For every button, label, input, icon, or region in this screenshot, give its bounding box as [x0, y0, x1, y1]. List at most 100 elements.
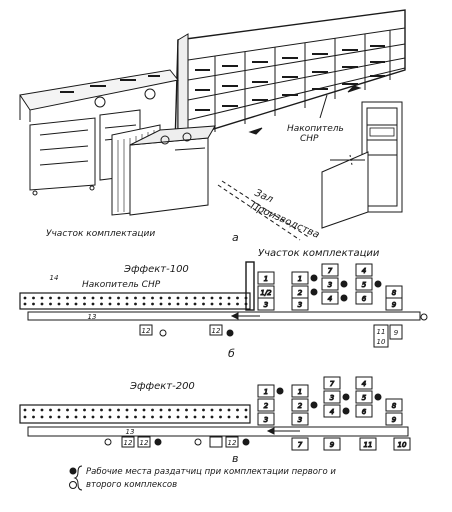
rack-hole: [134, 302, 137, 306]
area-label: Участок комплектации: [46, 229, 155, 239]
title-effect100: Эффект-100: [123, 264, 189, 275]
rack-hole: [159, 296, 163, 300]
rack-hole: [185, 302, 188, 306]
rack-hole: [83, 296, 86, 300]
svg-text:11: 11: [377, 328, 386, 336]
rack-hole: [32, 296, 35, 300]
workplace-marker-icon: [374, 280, 382, 288]
compartment: [257, 384, 275, 398]
rack-hole: [108, 408, 112, 412]
compartment: [323, 437, 341, 451]
storage-unit-inset: [321, 101, 403, 229]
rack-hole: [49, 302, 52, 306]
panel-letter-a: а: [232, 231, 239, 244]
rack-hole: [142, 415, 146, 419]
compartment-number: 7: [328, 267, 333, 275]
compartment-number: 1: [264, 275, 268, 283]
rack-hole: [125, 302, 129, 306]
rack-hole: [210, 302, 214, 306]
compartment: [291, 384, 309, 398]
rack-hole: [236, 296, 239, 300]
compartment-number: 2: [298, 289, 303, 297]
panel-letter-c: в: [232, 452, 238, 465]
rack-hole: [142, 408, 146, 412]
rack-hole: [168, 415, 171, 419]
rack-hole: [40, 408, 44, 412]
compartment-number: 6: [362, 408, 367, 416]
rack-hole: [125, 408, 129, 412]
rack-hole: [210, 408, 214, 412]
rack-hole: [100, 302, 103, 306]
compartment-number: 1: [298, 275, 302, 283]
arrow-icon: [248, 127, 263, 135]
rack-hole: [202, 408, 205, 412]
perspective-drawing: [19, 9, 406, 241]
compartment: [355, 390, 373, 404]
conveyor: [27, 311, 421, 321]
compartment-number: 3: [264, 301, 268, 309]
rack-hole: [151, 296, 154, 300]
rack-hole: [57, 408, 61, 412]
rack-hole: [185, 415, 188, 419]
rack-hole: [74, 415, 78, 419]
compartment: [291, 412, 309, 426]
compartment: [257, 271, 275, 285]
rack-hole: [32, 302, 35, 306]
rack-hole: [108, 302, 112, 306]
rack-hole: [227, 296, 231, 300]
rack-hole: [159, 415, 163, 419]
title-area: Участок комплектации: [258, 248, 380, 259]
rack-hole: [117, 415, 120, 419]
workplace-marker-icon: [276, 387, 284, 395]
compartment: [355, 263, 373, 277]
rack-hole: [185, 408, 188, 412]
compartment-number: 7: [330, 380, 335, 388]
compartment: [323, 390, 341, 404]
rack-hole: [40, 296, 44, 300]
rack-hole: [193, 302, 197, 306]
rack-hole: [219, 415, 222, 419]
rack-hole: [202, 302, 205, 306]
rack-hole: [159, 408, 163, 412]
svg-text:10: 10: [377, 338, 386, 346]
compartment-number: 8: [392, 289, 397, 297]
compartment: [323, 376, 341, 390]
rack-hole: [83, 408, 86, 412]
rack-hole: [57, 415, 61, 419]
compartment-number: 4: [328, 295, 332, 303]
compartment-number: 3: [264, 416, 268, 424]
compartment-number: 4: [330, 408, 334, 416]
rack-hole: [23, 415, 27, 419]
rack-hole: [219, 302, 222, 306]
rack-hole: [134, 296, 137, 300]
rack-hole: [176, 408, 180, 412]
compartment-number: 5: [362, 394, 367, 402]
compartment: [359, 437, 377, 451]
rack-hole: [125, 415, 129, 419]
compartment-number: 6: [362, 295, 367, 303]
compartment-number: 9: [330, 441, 335, 449]
rack-hole: [40, 302, 44, 306]
rack-hole: [219, 296, 222, 300]
compartment-number: 1/2: [260, 289, 272, 297]
compartment-number: 8: [392, 402, 397, 410]
rack-hole: [57, 296, 61, 300]
rack-hole: [151, 415, 154, 419]
rack-hole: [66, 415, 69, 419]
compartment-number: 3: [330, 394, 334, 402]
storage-rack: [174, 9, 406, 146]
hall-boundary: [217, 184, 301, 241]
rack-hole: [125, 296, 129, 300]
title-effect200: Эффект-200: [129, 381, 195, 392]
compartment-number: 5: [362, 281, 367, 289]
rack-hole: [210, 296, 214, 300]
workplace-marker-icon: [310, 401, 318, 409]
svg-text:9: 9: [394, 329, 399, 337]
rack-hole: [168, 408, 171, 412]
workplace-marker-icon: [310, 274, 318, 282]
compartment-number: 7: [298, 441, 303, 449]
rack-hole: [66, 408, 69, 412]
rack-hole: [108, 296, 112, 300]
